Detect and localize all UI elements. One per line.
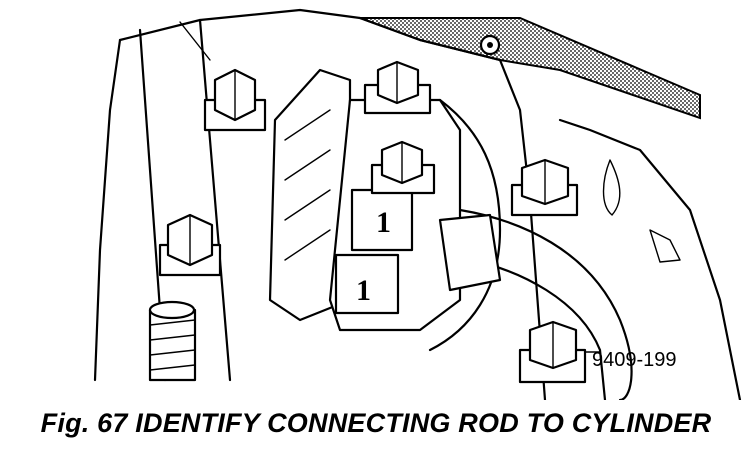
bolt-top-center — [363, 60, 432, 115]
rod-mark-lower: 1 — [356, 274, 371, 307]
figure-caption: Fig. 67 IDENTIFY CONNECTING ROD TO CYLIN… — [40, 408, 712, 438]
rod-mark-boxes: 1 1 — [334, 188, 414, 315]
rod-mark-box-upper — [350, 188, 414, 252]
bolt-right-lower — [518, 320, 587, 384]
figure-code: 9409-199 — [592, 349, 677, 371]
bolt-rod-cap — [370, 140, 436, 195]
engine-illustration: 1 1 9409-199 — [93, 8, 742, 400]
stud-lower-left — [148, 300, 197, 382]
bolt-right-upper — [510, 158, 579, 217]
bolt-top-left — [203, 68, 267, 132]
rod-mark-upper: 1 — [376, 206, 391, 239]
engine-block — [93, 8, 742, 400]
rod-mark-box-lower — [334, 253, 400, 315]
bolt-mid-left — [158, 213, 222, 277]
